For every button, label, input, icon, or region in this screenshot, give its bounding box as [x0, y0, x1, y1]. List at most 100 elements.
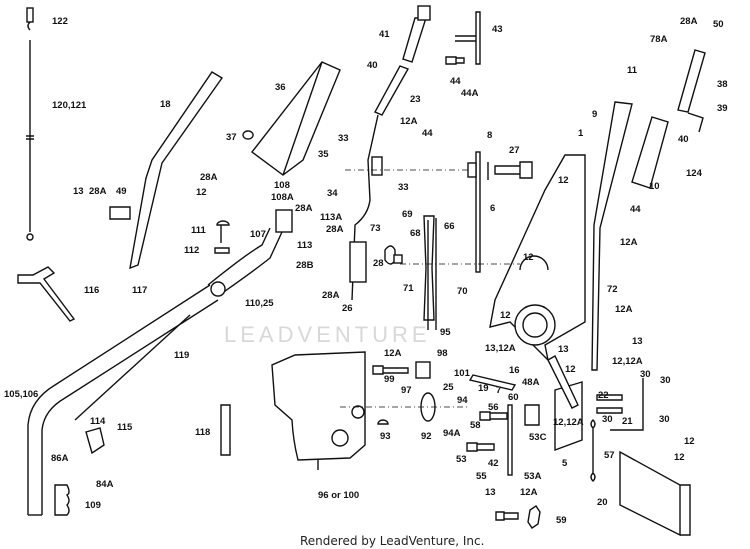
label-30: 30	[660, 375, 671, 386]
label-10: 10	[649, 181, 660, 192]
label-12: 12	[523, 252, 534, 263]
label-112: 112	[184, 245, 199, 256]
label-86a: 86A	[51, 453, 69, 464]
cable-119	[74, 314, 191, 421]
label-28a: 28A	[322, 290, 340, 301]
label-21: 21	[622, 416, 633, 427]
label-30: 30	[659, 414, 670, 425]
lever-41	[402, 17, 427, 63]
block-97	[415, 361, 431, 379]
label-28a: 28A	[295, 203, 313, 214]
label-12a: 12A	[620, 237, 638, 248]
label-113a: 113A	[320, 212, 342, 223]
label-35: 35	[318, 149, 329, 160]
label-16: 16	[509, 365, 520, 376]
bolt-13	[495, 511, 519, 521]
label-1: 1	[578, 128, 584, 139]
key-93	[377, 419, 389, 425]
clamp-118	[220, 404, 231, 456]
belt-guard-36	[251, 61, 341, 176]
label-12a: 12A	[615, 304, 633, 315]
label-53a: 53A	[524, 471, 542, 482]
label-53c: 53C	[529, 432, 547, 443]
label-108: 108	[274, 180, 290, 191]
grip-109	[54, 484, 70, 516]
label-23: 23	[410, 94, 421, 105]
clamp-108	[275, 209, 293, 233]
label-44a: 44A	[461, 88, 479, 99]
label-12: 12	[500, 310, 511, 321]
label-94a: 94A	[443, 428, 461, 439]
label-25: 25	[443, 382, 454, 393]
shift-rod	[351, 114, 379, 301]
label-92: 92	[421, 431, 432, 442]
label-39: 39	[717, 103, 728, 114]
label-73: 73	[370, 223, 381, 234]
watermark: LEADVENTURE	[224, 322, 431, 347]
bracket-38	[677, 49, 706, 113]
knob-110	[210, 281, 226, 297]
label-95: 95	[440, 327, 451, 338]
rod-21	[610, 378, 644, 431]
engine-96	[271, 351, 366, 461]
label-18: 18	[160, 99, 171, 110]
label-97: 97	[401, 385, 412, 396]
label-26: 26	[342, 303, 353, 314]
tine-59	[527, 505, 541, 529]
label-105-106: 105,106	[4, 389, 38, 400]
lever-23	[374, 65, 410, 116]
label-101: 101	[454, 368, 471, 379]
tine-bar-9	[591, 101, 633, 371]
label-115: 115	[117, 422, 133, 433]
label-34: 34	[327, 188, 338, 199]
label-12: 12	[674, 452, 685, 463]
label-13: 13	[73, 186, 84, 197]
label-122: 122	[52, 16, 68, 27]
label-7: 7	[496, 385, 501, 396]
label-6: 6	[490, 203, 495, 214]
bolt-99	[372, 365, 409, 375]
handle-bolt-111	[214, 220, 230, 254]
label-111: 111	[191, 225, 207, 236]
label-28a: 28A	[200, 172, 218, 183]
label-13-12a: 13,12A	[485, 343, 516, 354]
label-55: 55	[476, 471, 487, 482]
control-cable	[26, 7, 34, 241]
pivot-41	[417, 5, 431, 21]
disk-hole	[522, 312, 548, 338]
skid-7	[468, 374, 517, 391]
label-96-or-100: 96 or 100	[318, 490, 359, 501]
label-109: 109	[85, 500, 101, 511]
credit-text: Rendered by LeadVenture, Inc.	[300, 534, 484, 548]
label-40: 40	[678, 134, 689, 145]
label-5: 5	[562, 458, 568, 469]
label-13: 13	[632, 336, 643, 347]
label-11: 11	[627, 65, 638, 76]
label-68: 68	[410, 228, 421, 239]
label-107: 107	[250, 229, 266, 240]
label-43: 43	[492, 24, 503, 35]
label-37: 37	[226, 132, 237, 143]
label-49: 49	[116, 186, 127, 197]
label-8: 8	[487, 130, 492, 141]
label-113: 113	[297, 240, 312, 251]
bar-16	[547, 355, 579, 409]
label-60: 60	[508, 392, 519, 403]
label-28: 28	[373, 258, 384, 269]
label-66: 66	[444, 221, 455, 232]
bolt-58	[479, 411, 508, 421]
part-labels: 122 120,121 18 36 37 33 35 34 28A 12 13 …	[4, 16, 728, 526]
depth-stake-10	[631, 116, 669, 189]
label-38: 38	[717, 79, 728, 90]
roller-60	[524, 404, 540, 426]
label-28a: 28A	[89, 186, 107, 197]
label-78a: 78A	[650, 34, 668, 45]
label-36: 36	[275, 82, 286, 93]
shield-20	[619, 450, 691, 537]
label-12-12a: 12,12A	[553, 417, 584, 428]
label-44: 44	[630, 204, 641, 215]
label-70: 70	[457, 286, 468, 297]
label-56: 56	[488, 402, 499, 413]
label-27: 27	[509, 145, 520, 156]
